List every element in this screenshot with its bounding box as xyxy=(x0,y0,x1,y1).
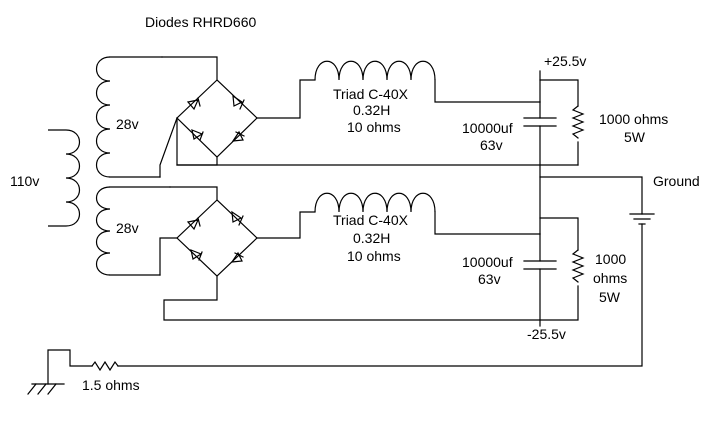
choke-top-model: Triad C-40X xyxy=(333,86,409,102)
primary-voltage-label: 110v xyxy=(10,173,39,189)
res-bottom-value: 1000 xyxy=(595,251,626,267)
diode-part-label: Diodes RHRD660 xyxy=(145,14,256,30)
bridge-rectifier-top xyxy=(159,56,316,178)
positive-rail-label: +25.5v xyxy=(544,53,586,69)
negative-rail-label: -25.5v xyxy=(527,326,566,342)
earth-ground-resistor xyxy=(27,349,119,395)
cap-bottom-voltage: 63v xyxy=(478,271,501,287)
choke-bottom-inductance: 0.32H xyxy=(353,230,390,246)
res-top-power: 5W xyxy=(624,129,646,145)
secondary-bottom-voltage-label: 28v xyxy=(116,220,139,236)
negative-rail-network xyxy=(523,217,585,327)
positive-rail-network xyxy=(523,70,585,166)
choke-top-inductance: 0.32H xyxy=(353,102,390,118)
res-bottom-power: 5W xyxy=(599,289,621,305)
transformer-secondary-top-coil xyxy=(95,56,163,178)
choke-top-resistance: 10 ohms xyxy=(347,119,401,135)
bridge-rectifier-bottom xyxy=(159,186,541,321)
res-top-value: 1000 ohms xyxy=(599,111,668,127)
cap-top-voltage: 63v xyxy=(480,137,503,153)
choke-bottom-model: Triad C-40X xyxy=(333,212,409,228)
cap-top-value: 10000uf xyxy=(462,120,513,136)
cap-bottom-value: 10000uf xyxy=(462,254,513,270)
secondary-top-voltage-label: 28v xyxy=(116,116,139,132)
choke-bottom-inductor xyxy=(314,192,541,235)
transformer-secondary-bottom-coil xyxy=(95,186,171,276)
choke-top-inductor xyxy=(314,60,541,103)
transformer-primary-coil xyxy=(48,129,81,227)
choke-bottom-resistance: 10 ohms xyxy=(347,248,401,264)
res-bottom-unit: ohms xyxy=(593,270,627,286)
ground-label: Ground xyxy=(653,173,700,189)
ground-resistor-label: 1.5 ohms xyxy=(82,377,140,393)
center-tap-ground-bus xyxy=(117,164,655,367)
